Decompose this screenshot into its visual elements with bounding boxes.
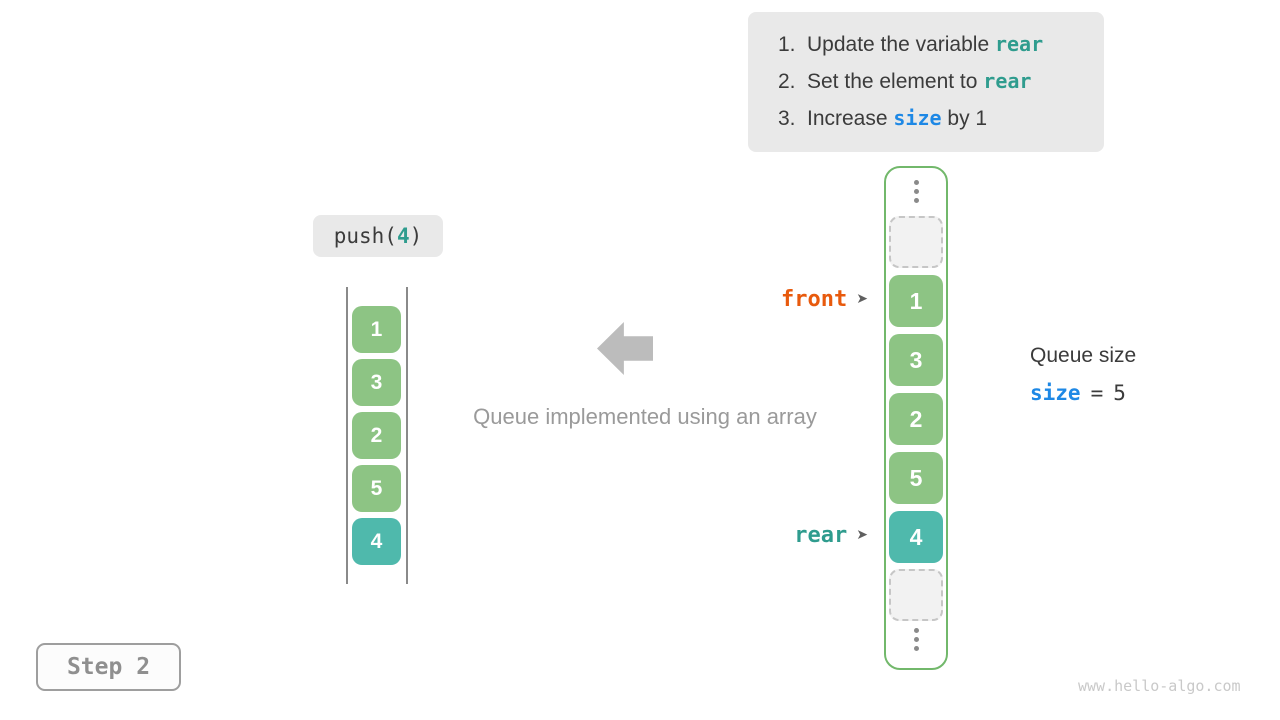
list-number: 2. [778,70,796,93]
array-cell: 1 [889,275,943,327]
ellipsis-icon [886,180,946,203]
dot [913,180,919,185]
dot [913,628,919,633]
step-indicator: Step 2 [36,643,181,691]
code-token-rear: rear [994,32,1044,56]
front-pointer: front ➤ [781,286,868,312]
queue-rail-left [346,287,348,584]
dot [913,198,919,203]
instruction-text: Set the element to rear [807,69,1032,93]
array-cell: 2 [889,393,943,445]
queue-size-expression: size = 5 [1030,381,1136,405]
step-label: Step 2 [66,654,151,680]
queue-size-title: Queue size [1030,344,1137,367]
watermark: www.hello-algo.com [1078,677,1241,695]
push-argument: 4 [396,224,410,248]
dot [913,637,919,642]
array-cell: 4 [889,511,943,563]
pointer-arrow-icon: ➤ [856,291,868,307]
array-cell: 3 [889,334,943,386]
push-operation-label: push(4) [313,215,443,257]
instruction-text: Increase size by 1 [807,106,988,130]
dot [913,189,919,194]
code-token-size: size [893,106,942,130]
instruction-text: Update the variable rear [807,32,1044,56]
pointer-arrow-icon: ➤ [856,527,868,543]
left-block-arrow-icon [597,322,653,375]
instruction-step-1: 1. Update the variable rear [778,32,1104,69]
code-token-rear: rear [983,69,1032,93]
rear-pointer-label: rear [794,522,848,548]
array-cell-empty [889,216,943,268]
stack-cell: 1 [352,306,401,353]
rear-pointer: rear ➤ [794,522,868,548]
queue-rail-right [406,287,408,584]
array-cell-empty [889,569,943,621]
size-variable: size [1030,381,1081,405]
instruction-panel: 1. Update the variable rear 2. Set the e… [748,12,1104,152]
array-cell: 5 [889,452,943,504]
instruction-step-3: 3. Increase size by 1 [778,106,1104,143]
equals-sign: = [1090,381,1104,405]
stack-cell: 5 [352,465,401,512]
function-name: push( [333,224,397,248]
dot [913,646,919,651]
instruction-step-2: 2. Set the element to rear [778,69,1104,106]
queue-size-block: Queue size size = 5 [1030,344,1136,405]
ellipsis-icon [886,628,946,651]
stack-cell: 3 [352,359,401,406]
list-number: 3. [778,107,796,130]
array-container: 1 3 2 5 4 [884,166,948,670]
diagram-caption: Queue implemented using an array [473,404,817,429]
stack-cell: 2 [352,412,401,459]
list-number: 1. [778,33,796,56]
front-pointer-label: front [781,286,848,312]
size-value: 5 [1113,381,1126,405]
stack-cell: 4 [352,518,401,565]
